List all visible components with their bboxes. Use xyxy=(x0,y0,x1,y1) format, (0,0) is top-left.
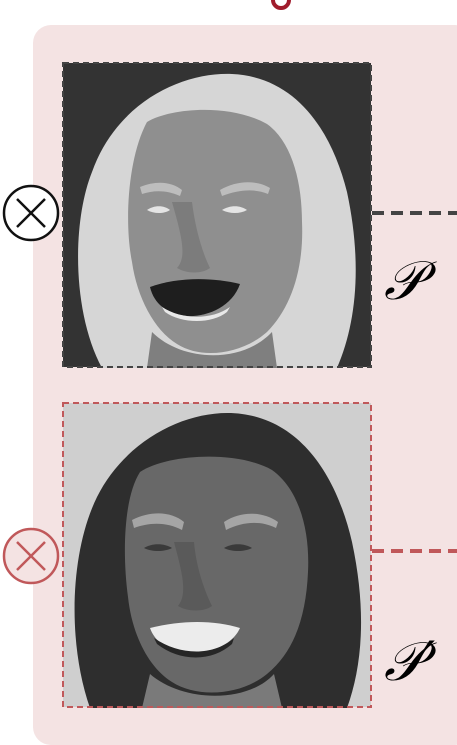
connector-line-bottom xyxy=(372,548,457,554)
parsing-map-top xyxy=(62,62,372,368)
parsing-map-bottom xyxy=(62,402,372,708)
parsing-prime-label: 𝒫′ xyxy=(384,635,435,689)
arrow-head-icon xyxy=(270,0,292,16)
circled-times-icon xyxy=(0,525,62,587)
circled-times-icon xyxy=(0,182,62,244)
connector-line-top xyxy=(372,210,457,216)
parsing-label: 𝒫 xyxy=(384,254,423,308)
